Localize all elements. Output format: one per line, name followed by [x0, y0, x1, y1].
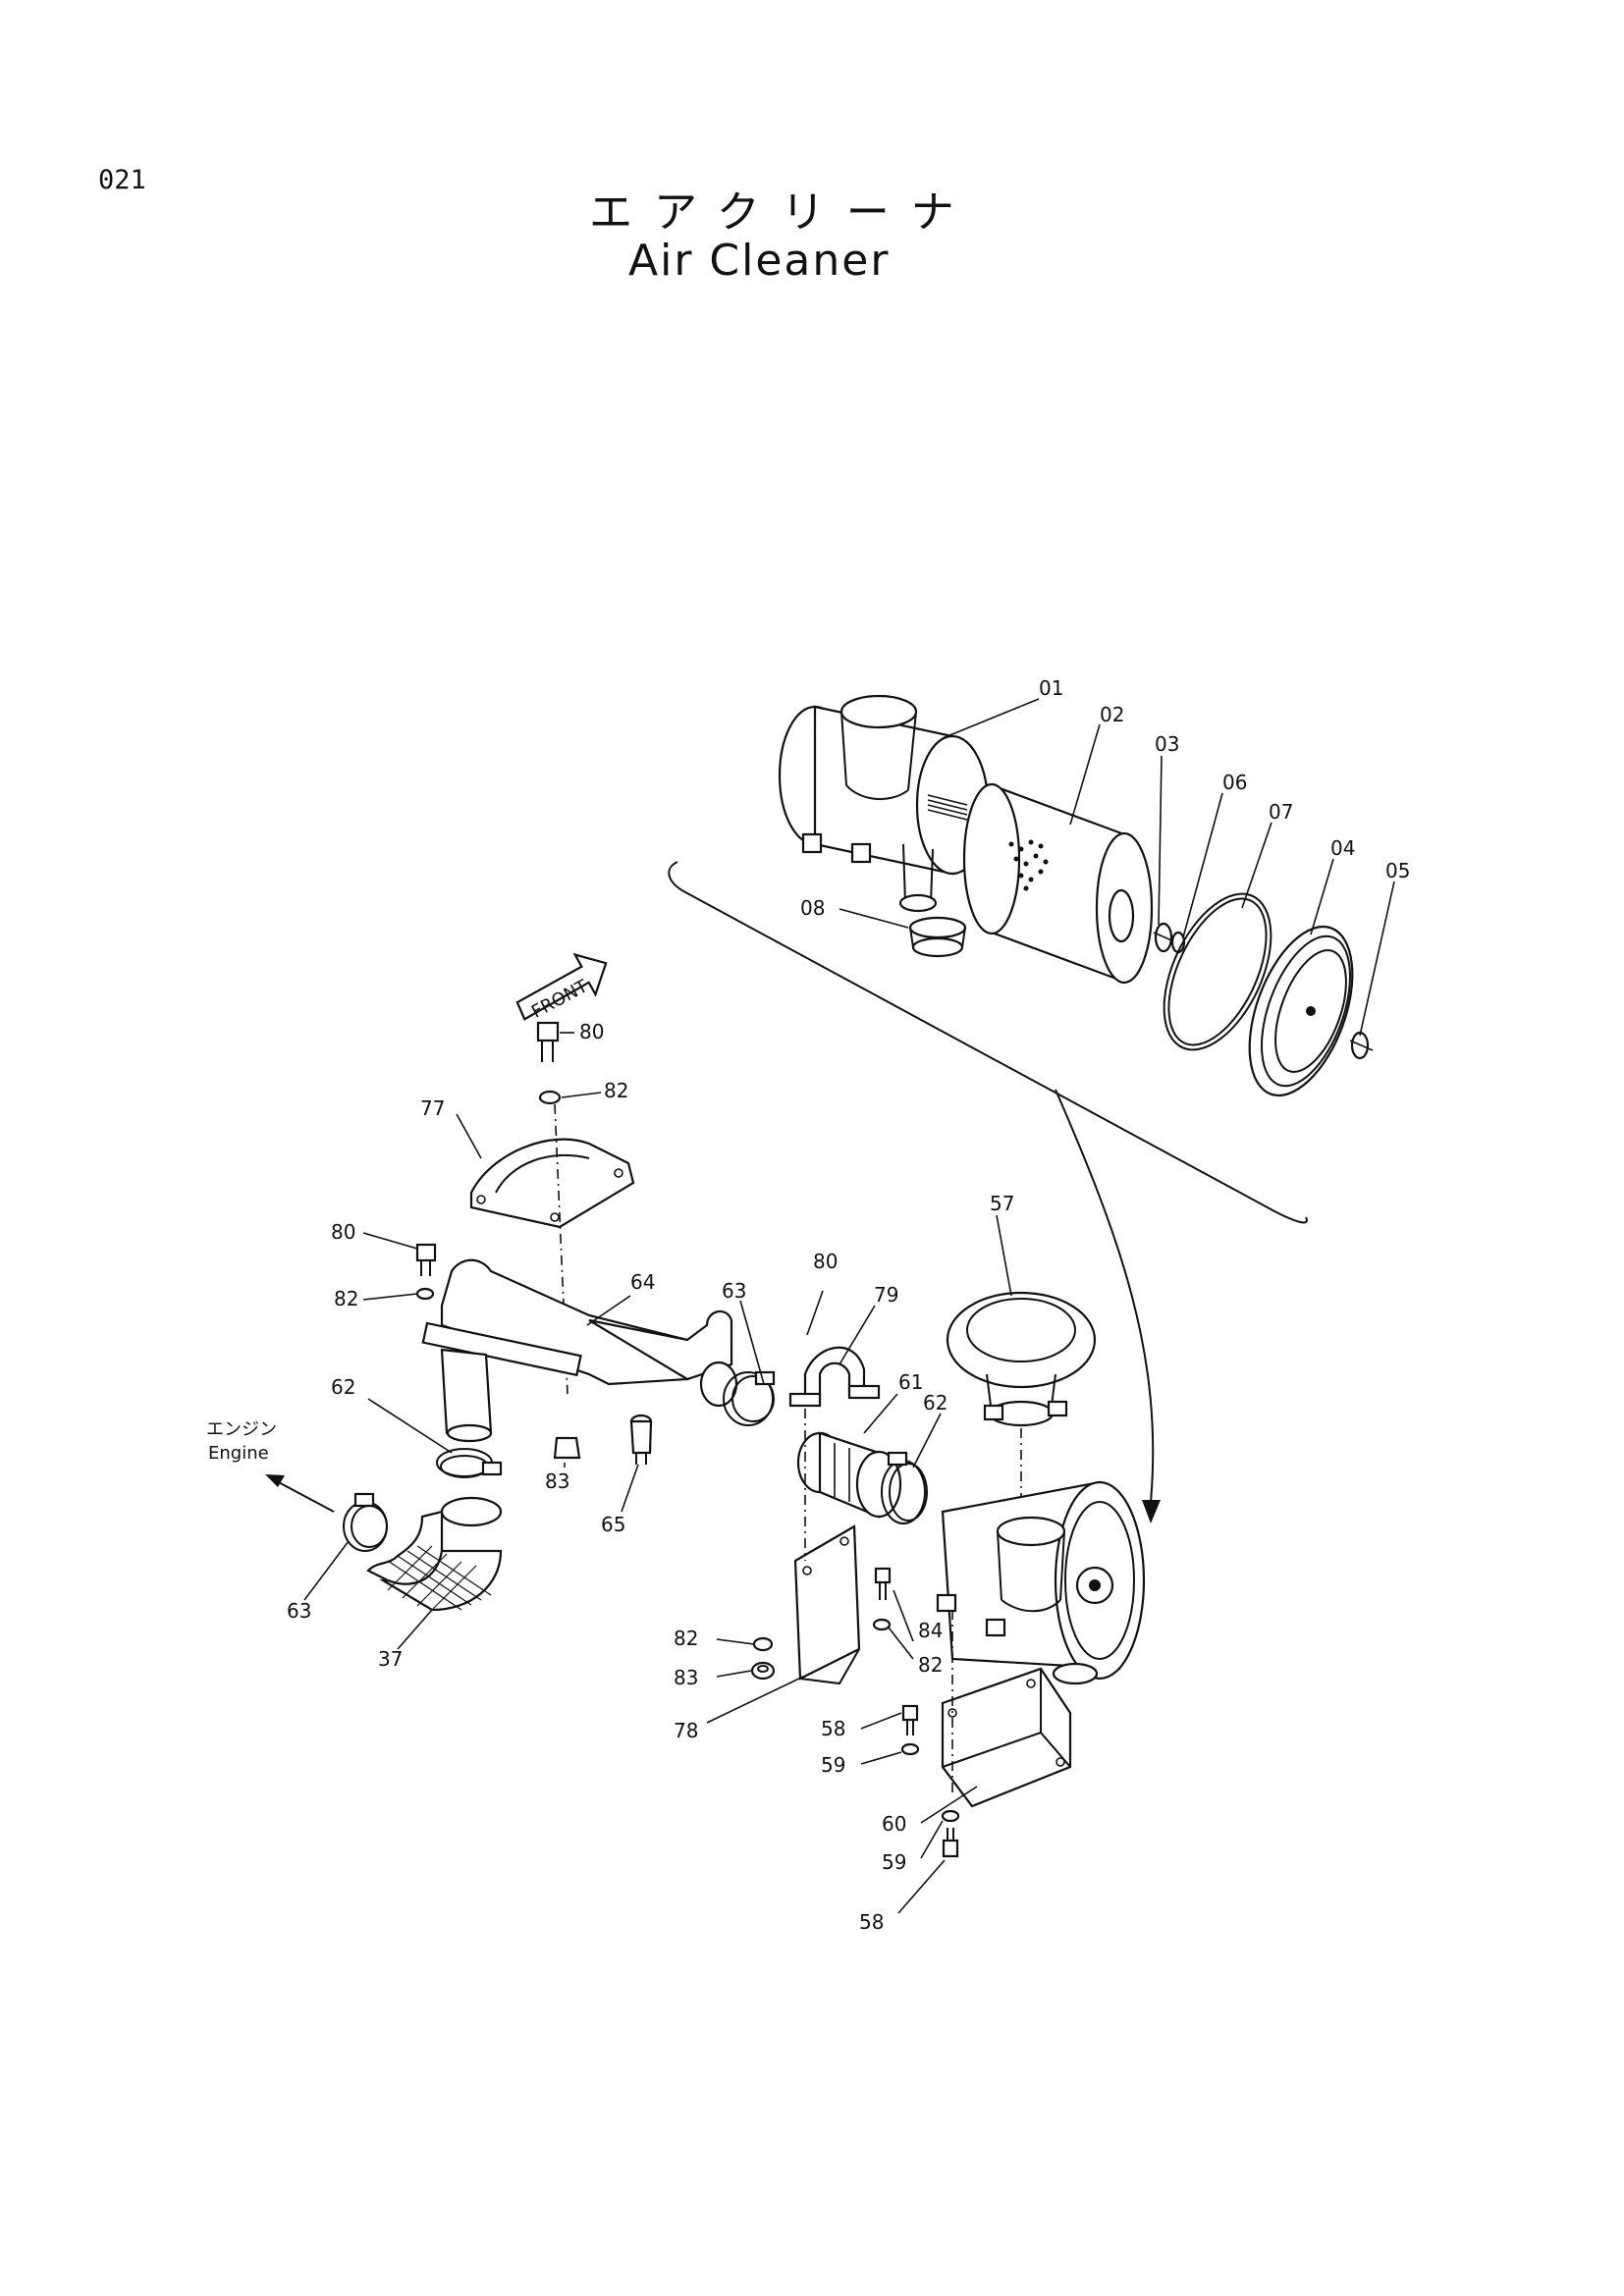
- callout-05: 05: [1385, 859, 1410, 882]
- cover-04: [1248, 925, 1354, 1097]
- callout-62-left: 62: [331, 1375, 355, 1399]
- washer-82-lower-left: [752, 1636, 774, 1652]
- wing-nut-05: [1349, 1031, 1374, 1060]
- bracket-78: [793, 1524, 861, 1685]
- callout-08: 08: [800, 896, 825, 920]
- callout-62-right: 62: [923, 1391, 947, 1415]
- bolt-84: [874, 1567, 892, 1600]
- callout-84: 84: [918, 1619, 943, 1642]
- callout-59-upper: 59: [821, 1753, 845, 1777]
- washer-59-lower: [941, 1809, 960, 1823]
- callout-02: 02: [1100, 703, 1124, 726]
- bolt-80-top: [536, 1021, 560, 1062]
- dust-valve-08: [908, 916, 967, 958]
- callout-82-top: 82: [604, 1079, 628, 1102]
- callout-04: 04: [1330, 836, 1355, 860]
- exploded-view-bracket: [668, 861, 1308, 1224]
- page-number: 021: [98, 165, 146, 195]
- callout-64: 64: [630, 1270, 655, 1294]
- washer-82-left: [415, 1287, 435, 1301]
- gasket-07: [1163, 892, 1272, 1051]
- callout-78: 78: [674, 1719, 698, 1742]
- hose-clamp-63-left: [343, 1492, 388, 1552]
- callout-82-left: 82: [334, 1287, 358, 1310]
- callout-37: 37: [378, 1647, 403, 1671]
- washer-82-right: [872, 1618, 892, 1631]
- leader-lines: [303, 698, 1395, 1914]
- callout-59-lower: 59: [882, 1850, 906, 1874]
- callout-79: 79: [874, 1283, 898, 1307]
- duct-64: [421, 1258, 738, 1443]
- callout-65: 65: [601, 1513, 625, 1536]
- cover-77: [469, 1138, 635, 1229]
- hose-clamp-62-right: [881, 1451, 928, 1524]
- filter-element-outer: [962, 782, 1154, 985]
- callout-01: 01: [1039, 676, 1063, 700]
- sensor-65: [629, 1414, 653, 1465]
- precleaner-57: [946, 1291, 1097, 1427]
- air-cleaner-body-upper: [778, 694, 990, 913]
- callout-labels: 01 02 03 06 07 04 05 08 80 82 77 80 82 6…: [287, 676, 1410, 1934]
- callout-60: 60: [882, 1812, 906, 1836]
- callout-80-center: 80: [813, 1250, 838, 1273]
- hose-clamp-63-center: [723, 1370, 776, 1426]
- exploded-view-arrowhead: [1142, 1500, 1161, 1523]
- callout-82-right: 82: [918, 1653, 943, 1677]
- page-title-japanese: エアクリーナ: [589, 187, 976, 238]
- callout-77: 77: [420, 1096, 445, 1120]
- elbow-hose-37: [366, 1496, 503, 1612]
- callout-61: 61: [898, 1370, 923, 1394]
- engine-label-japanese: エンジン: [206, 1419, 277, 1440]
- front-direction-arrow: FRONT: [515, 952, 608, 1023]
- exploded-view-arrow-line: [1055, 1089, 1155, 1503]
- callout-80-left: 80: [331, 1220, 355, 1244]
- engine-direction-arrow: エンジン Engine: [206, 1419, 335, 1513]
- callout-58-lower: 58: [859, 1910, 884, 1934]
- callout-57: 57: [990, 1192, 1014, 1215]
- bolt-80-left: [415, 1243, 437, 1276]
- page-title-english: Air Cleaner: [628, 236, 891, 286]
- air-cleaner-body-lower: [936, 1480, 1146, 1685]
- washer-59-upper: [900, 1742, 920, 1756]
- callout-82-lower-left: 82: [674, 1627, 698, 1650]
- callout-63-left: 63: [287, 1599, 311, 1623]
- washer-82-top: [538, 1090, 562, 1105]
- callout-80-top: 80: [579, 1020, 604, 1043]
- bolt-58-upper: [901, 1704, 919, 1735]
- callout-03: 03: [1155, 732, 1179, 756]
- hose-clamp-62-left: [436, 1448, 503, 1478]
- band-79: [788, 1346, 881, 1408]
- nut-83-lower: [750, 1661, 776, 1681]
- callout-83-lower: 83: [674, 1666, 698, 1689]
- callout-06: 06: [1222, 771, 1247, 794]
- bracket-60: [941, 1667, 1072, 1808]
- callout-58-upper: 58: [821, 1717, 845, 1740]
- callout-63-center: 63: [722, 1279, 746, 1303]
- nut-83-middle: [553, 1436, 581, 1460]
- callout-83-middle: 83: [545, 1469, 569, 1493]
- engine-label-english: Engine: [208, 1443, 269, 1464]
- bolt-58-lower: [942, 1828, 959, 1858]
- callout-07: 07: [1269, 800, 1293, 824]
